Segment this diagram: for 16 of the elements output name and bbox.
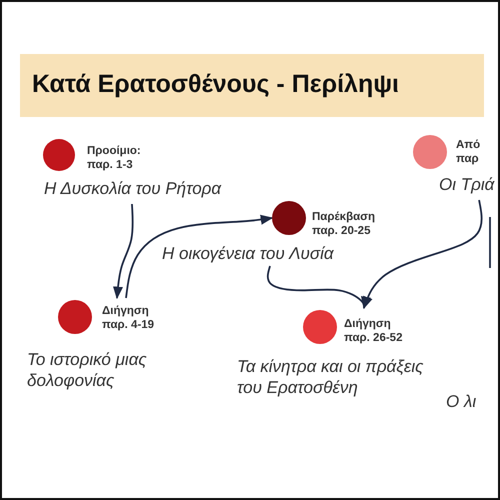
section-subtitle: Η Δυσκολία του Ρήτορα <box>44 178 222 199</box>
section-heading: Προοίμιο: παρ. 1-3 <box>87 144 142 172</box>
section-subtitle: Το ιστορικό μιας δολοφονίας <box>27 349 148 391</box>
section-subtitle: Οι Τριά <box>439 174 496 195</box>
section-subtitle: Τα κίνητρα και οι πράξεις του Ερατοσθένη <box>237 356 424 398</box>
arrow <box>363 200 483 310</box>
arrow <box>112 204 134 300</box>
title: Κατά Ερατοσθένους - Περίληψι <box>32 70 399 99</box>
arrow <box>125 214 274 298</box>
arrow <box>266 266 371 310</box>
section-heading: Διήγηση παρ. 26-52 <box>344 317 404 345</box>
section-heading: Διήγηση παρ. 4-19 <box>102 304 156 332</box>
section-subtitle: Η οικογένεια του Λυσία <box>162 243 335 264</box>
section-subtitle: Ο λι <box>446 392 476 412</box>
section-heading: Παρέκβαση παρ. 20-25 <box>312 210 376 238</box>
section-heading: Από παρ <box>456 138 482 166</box>
